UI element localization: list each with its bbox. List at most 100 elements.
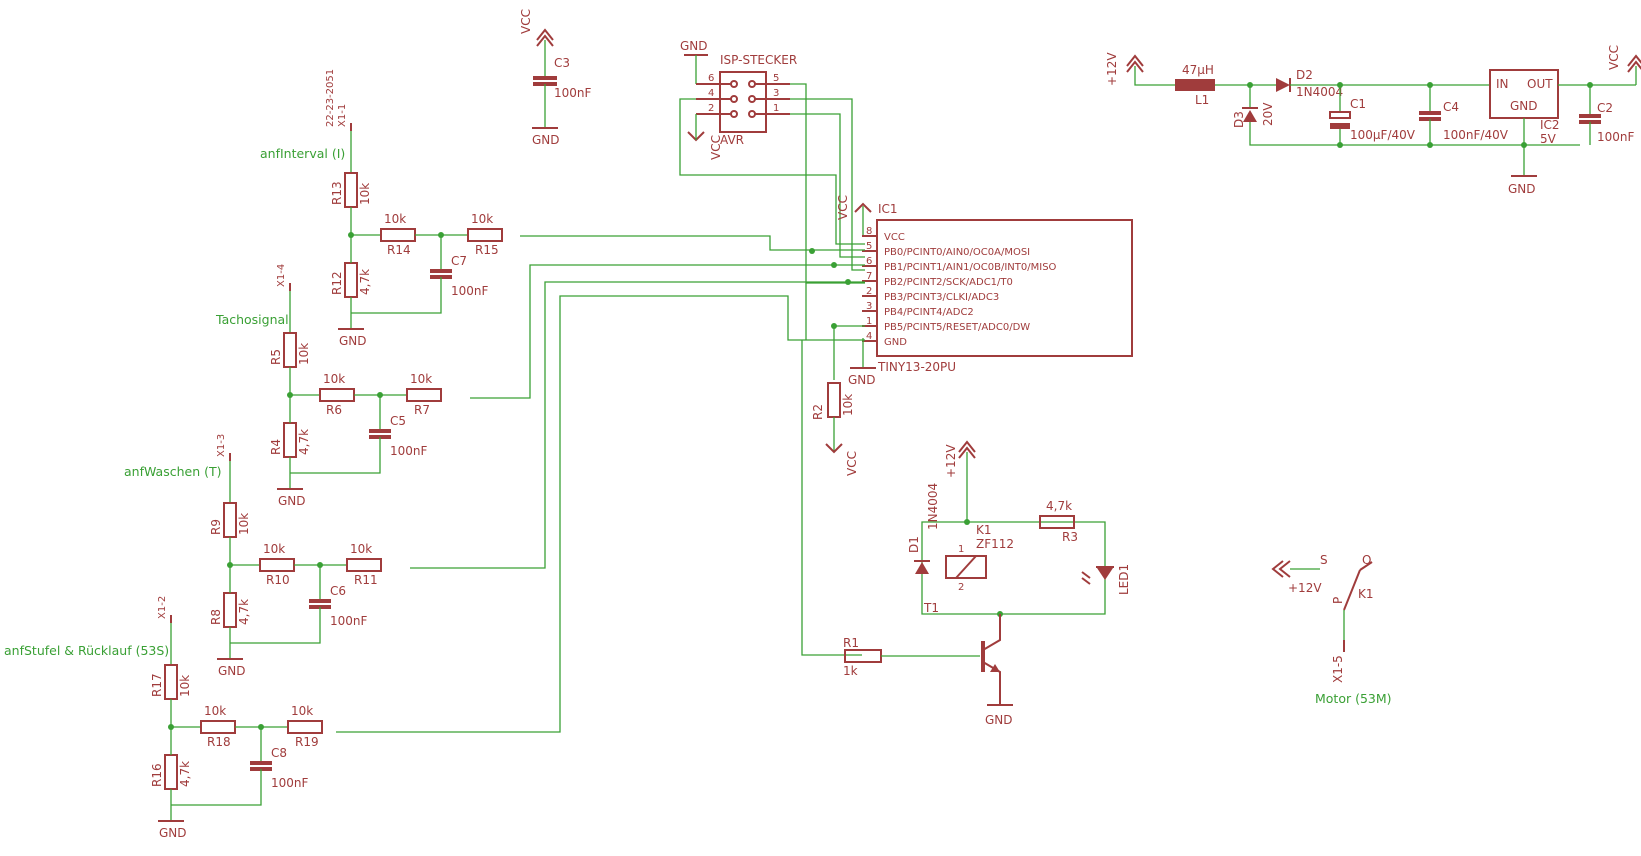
gnd-label: GND [278,494,306,508]
capacitor-value: 100nF [330,614,368,628]
resistor-b-name: R11 [354,573,378,587]
d3-body [1243,110,1257,122]
c3-gnd-label: GND [532,133,560,147]
r2-value: 10k [841,394,855,416]
ic1-part: TINY13-20PU [877,360,956,374]
resistor-a-value: 10k [204,704,226,718]
isp-pin-1: 1 [773,103,779,114]
k1-name: K1 [976,523,992,537]
c3-vcc-label: VCC [519,9,533,34]
c2-value: 100nF [1597,130,1635,144]
ic1-pin-label: PB1/PCINT1/AIN1/OC0B/INT0/MISO [884,262,1057,273]
l1-name: L1 [1195,93,1209,107]
ic1-pin-number: 4 [866,331,872,342]
connector-part: 22-23-2051 [325,69,336,127]
c4-value: 100nF/40V [1443,128,1509,142]
c3-group: VCC C3 100nF GND [519,9,592,147]
isp-pin-6: 6 [708,73,714,84]
k1-coil [945,555,987,579]
resistor-bottom-value: 4,7k [237,599,251,625]
vcc-symbol [825,443,843,454]
resistor-b-name: R15 [475,243,499,257]
c3-name: C3 [554,56,570,70]
ic2-name: IC2 [1540,118,1560,132]
net-label: anfStufel & Rücklauf (53S) [4,643,169,658]
r2-name: R2 [811,404,825,420]
resistor-b-value: 10k [350,542,372,556]
ic1-pin-label: PB4/PCINT4/ADC2 [884,307,974,318]
r3-body [1039,515,1075,529]
r2-vcc-label: VCC [845,451,859,476]
c3-value: 100nF [554,86,592,100]
resistor-bottom-name: R16 [150,763,164,787]
resistor-b [346,558,382,572]
resistor-top-name: R17 [150,673,164,697]
ic1-pin-number: 6 [866,256,872,267]
ic2-in: IN [1496,77,1509,91]
resistor-b-value: 10k [410,372,432,386]
v12-symbol [958,440,976,459]
ic1-pin-label: VCC [884,232,905,243]
vcc-symbol [854,202,872,213]
ic1-body [876,219,1133,357]
resistor-top-value: 10k [178,675,192,697]
resistor-top-name: R13 [330,181,344,205]
isp-title: ISP-STECKER [720,53,797,67]
d1-value: 1N4004 [926,483,940,530]
resistor-a-name: R10 [266,573,290,587]
resistor-b-name: R19 [295,735,319,749]
resistor-bottom [164,754,178,790]
ic1-pin-number: 3 [866,301,872,312]
resistor-top-name: R5 [269,349,283,365]
c4-name: C4 [1443,100,1459,114]
net-label: anfWaschen (T) [124,464,222,479]
d1-name: D1 [907,536,921,553]
resistor-bottom-name: R12 [330,271,344,295]
resistor-a [259,558,295,572]
resistor-b-value: 10k [291,704,313,718]
r1-value: 1k [843,664,858,678]
capacitor-name: C8 [271,746,287,760]
resistor-b [467,228,503,242]
resistor-bottom-value: 4,7k [358,269,372,295]
resistor-bottom [223,592,237,628]
ic1-attiny13: IC1 VCC 8VCC5PB0/PCINT0/AIN0/OC0A/MOSI6P… [836,195,1133,387]
resistor-a [319,388,355,402]
ic2-gnd-pin: GND [1510,99,1538,113]
v12-symbol [1126,54,1144,73]
ic1-pin-label: PB5/PCINT5/RESET/ADC0/DW [884,322,1030,333]
d3-value: 20V [1261,102,1275,126]
c1-value: 100µF/40V [1350,128,1416,142]
capacitor-name: C7 [451,254,467,268]
ic1-pin-number: 1 [866,316,872,327]
resistor-top [164,664,178,700]
resistor-top-value: 10k [358,183,372,205]
resistor-bottom-value: 4,7k [297,429,311,455]
resistor-top [283,332,297,368]
ic1-pin-label: GND [884,337,907,348]
relay-contact: +12V S O P K1 X1-5 Motor (53M) [1271,553,1392,706]
d3-name: D3 [1232,111,1246,128]
ic2-out: OUT [1527,77,1553,91]
resistor-b-value: 10k [471,212,493,226]
resistor-b [287,720,323,734]
resistor-top-value: 10k [297,343,311,365]
resistor-a-value: 10k [384,212,406,226]
contact-o: O [1362,553,1371,567]
vcc-symbol [536,28,554,47]
r3-value: 4,7k [1046,499,1072,513]
r1-name: R1 [843,636,859,650]
isp-header-body [719,71,767,133]
ic1-name: IC1 [878,202,898,216]
capacitor-name: C6 [330,584,346,598]
r1-body [844,649,882,663]
ic1-vcc-label: VCC [836,195,850,220]
isp-connector: GND ISP-STECKER 6 4 2 5 3 1 AVR VCC [680,39,797,160]
connector-label: X1-2 [157,596,168,619]
c2-name: C2 [1597,101,1613,115]
resistor-a-name: R14 [387,243,411,257]
